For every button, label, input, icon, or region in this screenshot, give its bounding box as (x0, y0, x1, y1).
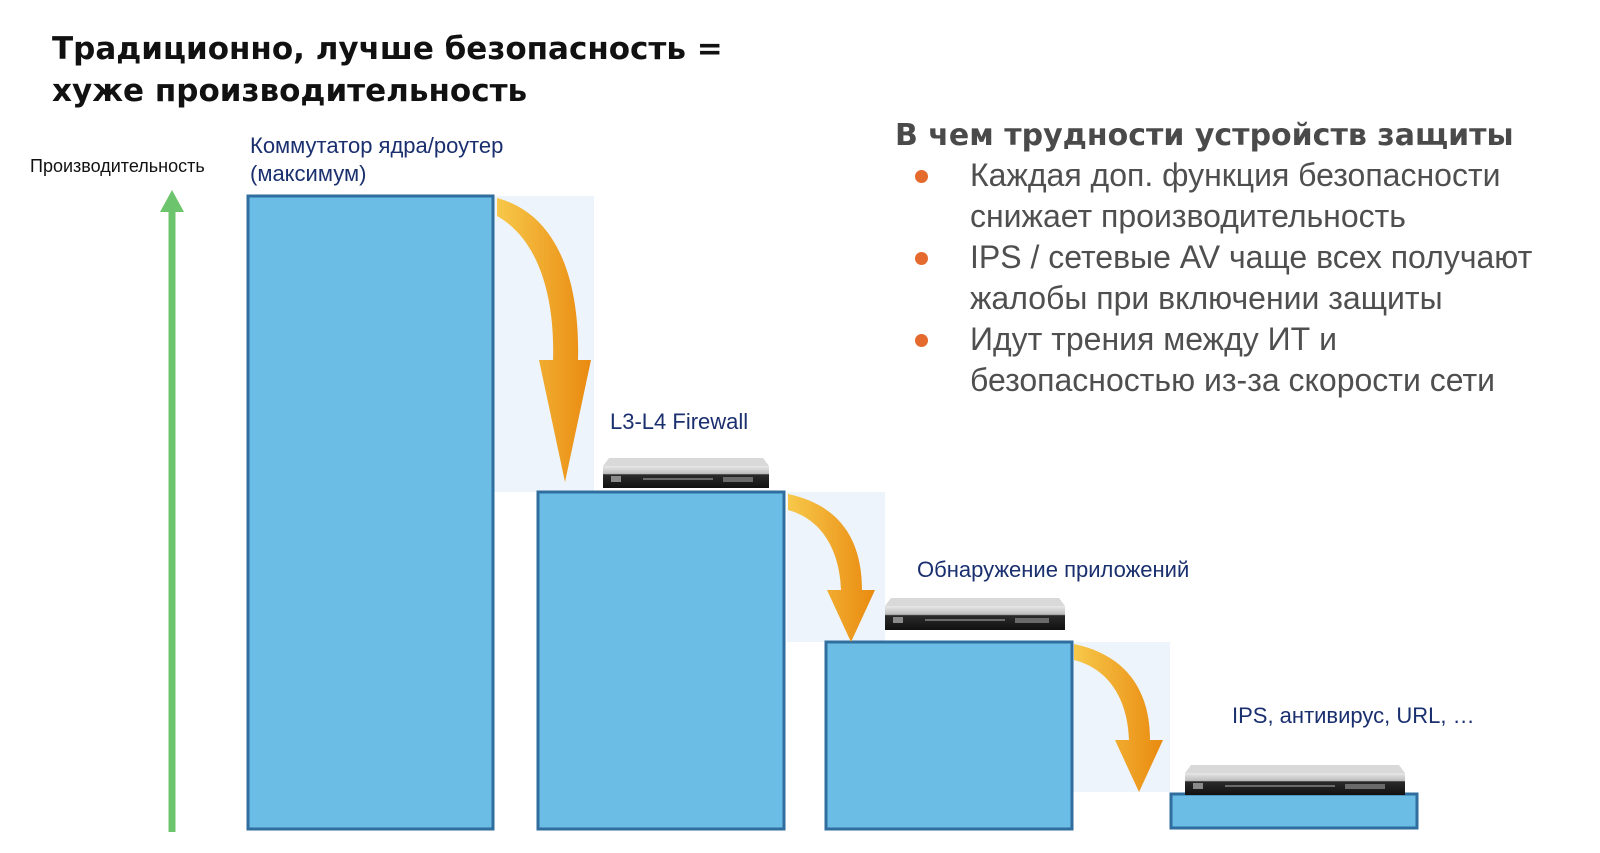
stage-label-firewall: L3-L4 Firewall (610, 409, 749, 434)
panel-bullet-text: Идут трения между ИТ и безопасностью из-… (970, 321, 1495, 398)
stage-label-ips: IPS, антивирус, URL, … (1232, 703, 1475, 728)
panel-bullet-text: Каждая доп. функция безопасности снижает… (970, 157, 1501, 234)
curved-down-arrow-icon (497, 198, 591, 482)
panel-bullet-list: Каждая доп. функция безопасности снижает… (915, 155, 1555, 401)
rack-server-icon (1185, 765, 1405, 795)
curved-down-arrow-icon (788, 494, 875, 642)
stage-label-core-switch-line1: Коммутатор ядра/роутер (250, 133, 504, 158)
panel-bullet-item: Идут трения между ИТ и безопасностью из-… (915, 319, 1555, 401)
curved-down-arrow-icon (1074, 644, 1163, 792)
bullet-dot-icon (915, 334, 928, 347)
bar-core-switch (246, 194, 495, 831)
up-arrow-icon (160, 190, 184, 832)
stage-label-core-switch: Коммутатор ядра/роутер (максимум) (250, 132, 503, 188)
slide-title-line1: Традиционно, лучше безопасность = (52, 31, 723, 67)
panel-bullet-item: Каждая доп. функция безопасности снижает… (915, 155, 1555, 237)
stage-label-app-detection: Обнаружение приложений (917, 557, 1190, 582)
rack-server-icon (603, 458, 769, 488)
bar-ips-av-url (1169, 792, 1419, 830)
bullet-dot-icon (915, 252, 928, 265)
slide-title: Традиционно, лучше безопасность = хуже п… (52, 28, 812, 112)
rack-server-icon (885, 598, 1065, 630)
bar-l3-l4-firewall (536, 490, 786, 831)
slide-title-line2: хуже производительность (52, 73, 528, 109)
panel-heading: В чем трудности устройств защиты (895, 118, 1514, 153)
bar-app-detection (824, 640, 1074, 831)
y-axis-label: Производительность (30, 156, 205, 176)
bullet-dot-icon (915, 170, 928, 183)
shadow-panel-2 (787, 492, 885, 642)
panel-bullet-item: IPS / сетевые AV чаще всех получают жало… (915, 237, 1555, 319)
stage-label-core-switch-line2: (максимум) (250, 161, 367, 186)
panel-bullet-text: IPS / сетевые AV чаще всех получают жало… (970, 239, 1533, 316)
